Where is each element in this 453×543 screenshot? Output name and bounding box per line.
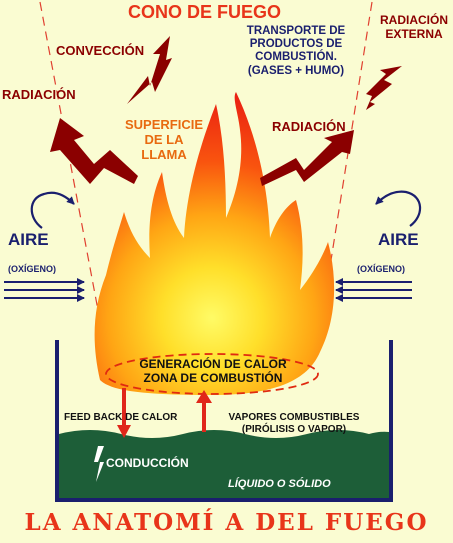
- liquido-label: LÍQUIDO O SÓLIDO: [228, 478, 331, 490]
- oxigeno-right-label: (OXÍGENO): [357, 264, 406, 274]
- vapores-line-2: (PIRÓLISIS O VAPOR): [241, 423, 347, 435]
- flame-shape: [94, 92, 335, 395]
- generacion-label: GENERACIÓN DE CALOR ZONA DE COMBUSTIÓN: [128, 357, 298, 386]
- generacion-line-2: ZONA DE COMBUSTIÓN: [143, 370, 283, 385]
- liquid-surface: [59, 430, 389, 498]
- radiacion-externa-line-1: RADIACIÓN: [380, 13, 448, 27]
- vapores-arrow-head: [196, 390, 212, 403]
- transporte-line-2: PRODUCTOS DE: [249, 38, 343, 51]
- feedback-label: FEED BACK DE CALOR: [64, 412, 178, 423]
- radiacion-right-label: RADIACIÓN: [272, 119, 346, 134]
- radiacion-left-label: RADIACIÓN: [2, 87, 76, 102]
- radiacion-externa-label: RADIACIÓN EXTERNA: [376, 13, 452, 42]
- radiation-external-arrow: [366, 66, 402, 110]
- feedback-arrow-head: [117, 425, 131, 438]
- radiation-right-arrow: [260, 130, 354, 186]
- air-left-curved-arrow: [30, 191, 75, 229]
- transporte-label: TRANSPORTE DE PRODUCTOS DE COMBUSTIÓN. (…: [236, 25, 356, 78]
- superficie-line-3: LLAMA: [141, 146, 187, 162]
- transporte-line-1: TRANSPORTE DE: [246, 25, 346, 37]
- page-title: LA ANATOMÍ A DEL FUEGO: [24, 509, 429, 536]
- combustion-zone-outline: [105, 353, 319, 395]
- transporte-line-4: (GASES + HUMO): [247, 64, 345, 77]
- cono-label: CONO DE FUEGO: [128, 2, 282, 22]
- aire-left-label: AIRE: [8, 230, 49, 249]
- radiacion-externa-line-2: EXTERNA: [385, 26, 443, 41]
- vapores-line-1: VAPORES COMBUSTIBLES: [228, 412, 360, 423]
- radiation-left-arrow: [50, 118, 138, 184]
- transporte-line-3: COMBUSTIÓN.: [255, 51, 337, 64]
- convection-arrow: [127, 36, 172, 104]
- oxigeno-left-label: (OXÍGENO): [8, 264, 57, 274]
- generacion-line-1: GENERACIÓN DE CALOR: [139, 357, 287, 371]
- cone-line-left: [39, 1, 105, 343]
- superficie-label: SUPERFICIE DE LA LLAMA: [118, 117, 210, 163]
- container-outline: [55, 340, 393, 502]
- conduccion-label: CONDUCCIÓN: [106, 456, 189, 470]
- superficie-line-1: SUPERFICIE: [124, 117, 203, 132]
- superficie-line-2: DE LA: [144, 131, 184, 147]
- air-right-curved-arrow: [375, 190, 422, 227]
- conduction-icon: [94, 446, 104, 482]
- vapores-label: VAPORES COMBUSTIBLES (PIRÓLISIS O VAPOR): [210, 412, 378, 435]
- conveccion-label: CONVECCIÓN: [56, 43, 145, 58]
- aire-right-label: AIRE: [378, 230, 419, 249]
